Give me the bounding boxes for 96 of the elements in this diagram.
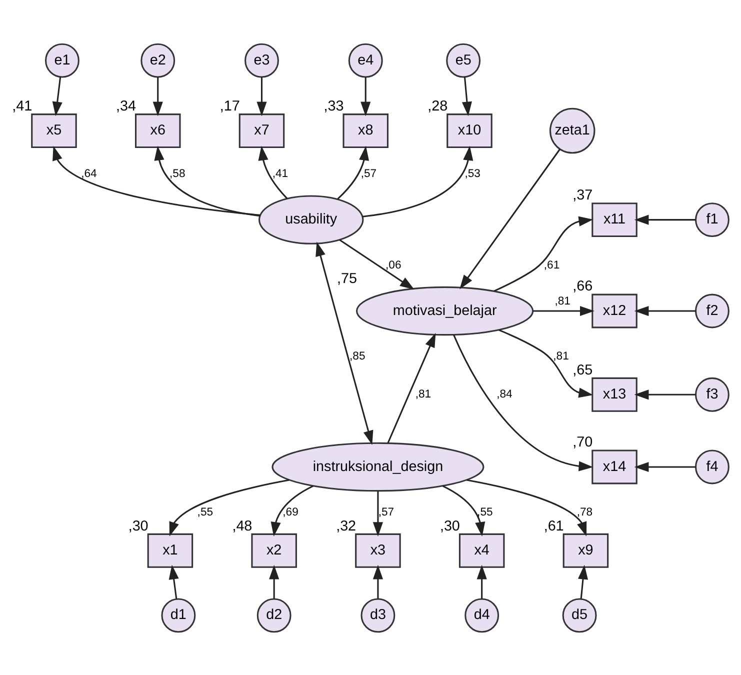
arrow — [476, 564, 487, 598]
node-box: x2 — [251, 532, 297, 568]
arrow — [578, 564, 588, 598]
node-box: x12 — [592, 293, 638, 328]
arrow — [154, 145, 260, 216]
edge-label: ,41 — [272, 168, 288, 180]
arrow — [316, 241, 374, 445]
edge-label: ,78 — [576, 506, 593, 518]
node-circle: d1 — [161, 598, 196, 632]
node-box: x1 — [147, 532, 194, 568]
arrow — [453, 334, 594, 471]
arrow — [256, 76, 267, 116]
node-circle: d2 — [256, 598, 292, 632]
node-circle: f3 — [694, 376, 730, 412]
node-label: ,61 — [544, 518, 564, 534]
edge-label: ,84 — [496, 388, 512, 400]
node-label: ,32 — [336, 518, 356, 534]
node-label: ,33 — [324, 98, 344, 114]
edge-label: ,57 — [378, 506, 394, 518]
arrow — [360, 76, 371, 116]
arrow — [634, 305, 696, 316]
node-label: ,37 — [572, 186, 593, 203]
node-label: ,41 — [12, 98, 32, 114]
edge-label: ,81 — [553, 350, 569, 362]
node-circle: f2 — [694, 293, 730, 328]
arrow — [52, 76, 62, 116]
arrow — [258, 145, 288, 198]
node-circle: e5 — [446, 42, 481, 78]
node-box: x6 — [134, 113, 181, 148]
arrow — [466, 478, 587, 536]
node-label: ,48 — [232, 518, 252, 534]
edge-label: ,58 — [170, 168, 186, 180]
arrow — [634, 461, 696, 472]
arrow — [270, 484, 314, 536]
node-circle: zeta1 — [549, 107, 596, 154]
node-circle: f1 — [694, 202, 730, 237]
node-circle: d4 — [464, 598, 500, 632]
node-label: ,30 — [128, 518, 148, 534]
edge-label: ,81 — [554, 295, 570, 308]
node-box: x9 — [562, 532, 609, 568]
arrow — [372, 490, 383, 536]
node-circle: e4 — [348, 42, 383, 78]
node-circle: d5 — [562, 598, 597, 632]
node-circle: f4 — [694, 449, 730, 484]
edge-label: ,57 — [360, 168, 377, 180]
arrow — [52, 146, 260, 216]
node-box: x11 — [592, 202, 638, 237]
node-box: x13 — [592, 376, 638, 412]
node-label: ,70 — [572, 434, 593, 450]
node-box: x14 — [592, 449, 638, 484]
arrow — [169, 478, 290, 536]
arrow — [494, 216, 594, 292]
node-ellipse: motivasi_belajar — [356, 286, 534, 336]
arrow — [498, 328, 594, 398]
arrow — [362, 145, 474, 217]
arrow — [533, 305, 594, 316]
node-label: ,17 — [220, 98, 240, 114]
edge-label: ,85 — [350, 350, 366, 362]
arrow — [634, 389, 696, 400]
edge-label: ,64 — [81, 168, 97, 180]
node-ellipse: usability — [258, 194, 364, 244]
arrow — [387, 332, 436, 443]
node-box: x5 — [31, 113, 77, 148]
arrow — [442, 484, 486, 536]
node-label: ,34 — [116, 98, 136, 114]
node-label: ,30 — [440, 518, 460, 534]
node-label: ,28 — [428, 98, 448, 114]
arrow — [634, 214, 696, 224]
node-box: x7 — [238, 113, 285, 148]
edge-label: ,53 — [464, 168, 480, 180]
edge-label: ,55 — [197, 506, 214, 518]
node-label: ,65 — [572, 362, 593, 378]
arrow — [152, 76, 163, 116]
edge-label: ,69 — [282, 506, 298, 518]
arrow — [168, 564, 179, 599]
node-circle: e2 — [140, 42, 176, 78]
arrow — [462, 76, 472, 116]
arrow — [269, 564, 280, 598]
node-box: x10 — [446, 113, 492, 148]
arrow — [339, 238, 414, 290]
edge-label: ,06 — [386, 258, 402, 271]
node-circle: e1 — [44, 42, 80, 78]
edge-label: ,61 — [544, 258, 560, 271]
node-label: ,75 — [337, 270, 358, 287]
arrow — [337, 145, 370, 200]
node-ellipse: instruksional_design — [272, 442, 484, 492]
edge-label: ,81 — [415, 388, 432, 400]
node-box: x8 — [342, 113, 388, 148]
node-box: x4 — [458, 532, 505, 568]
arrow — [372, 564, 383, 598]
node-circle: e3 — [244, 42, 279, 78]
node-circle: d3 — [360, 598, 396, 632]
node-label: ,66 — [572, 278, 593, 294]
node-box: x3 — [355, 532, 401, 568]
edge-label: ,55 — [477, 506, 493, 518]
arrow — [460, 148, 561, 289]
